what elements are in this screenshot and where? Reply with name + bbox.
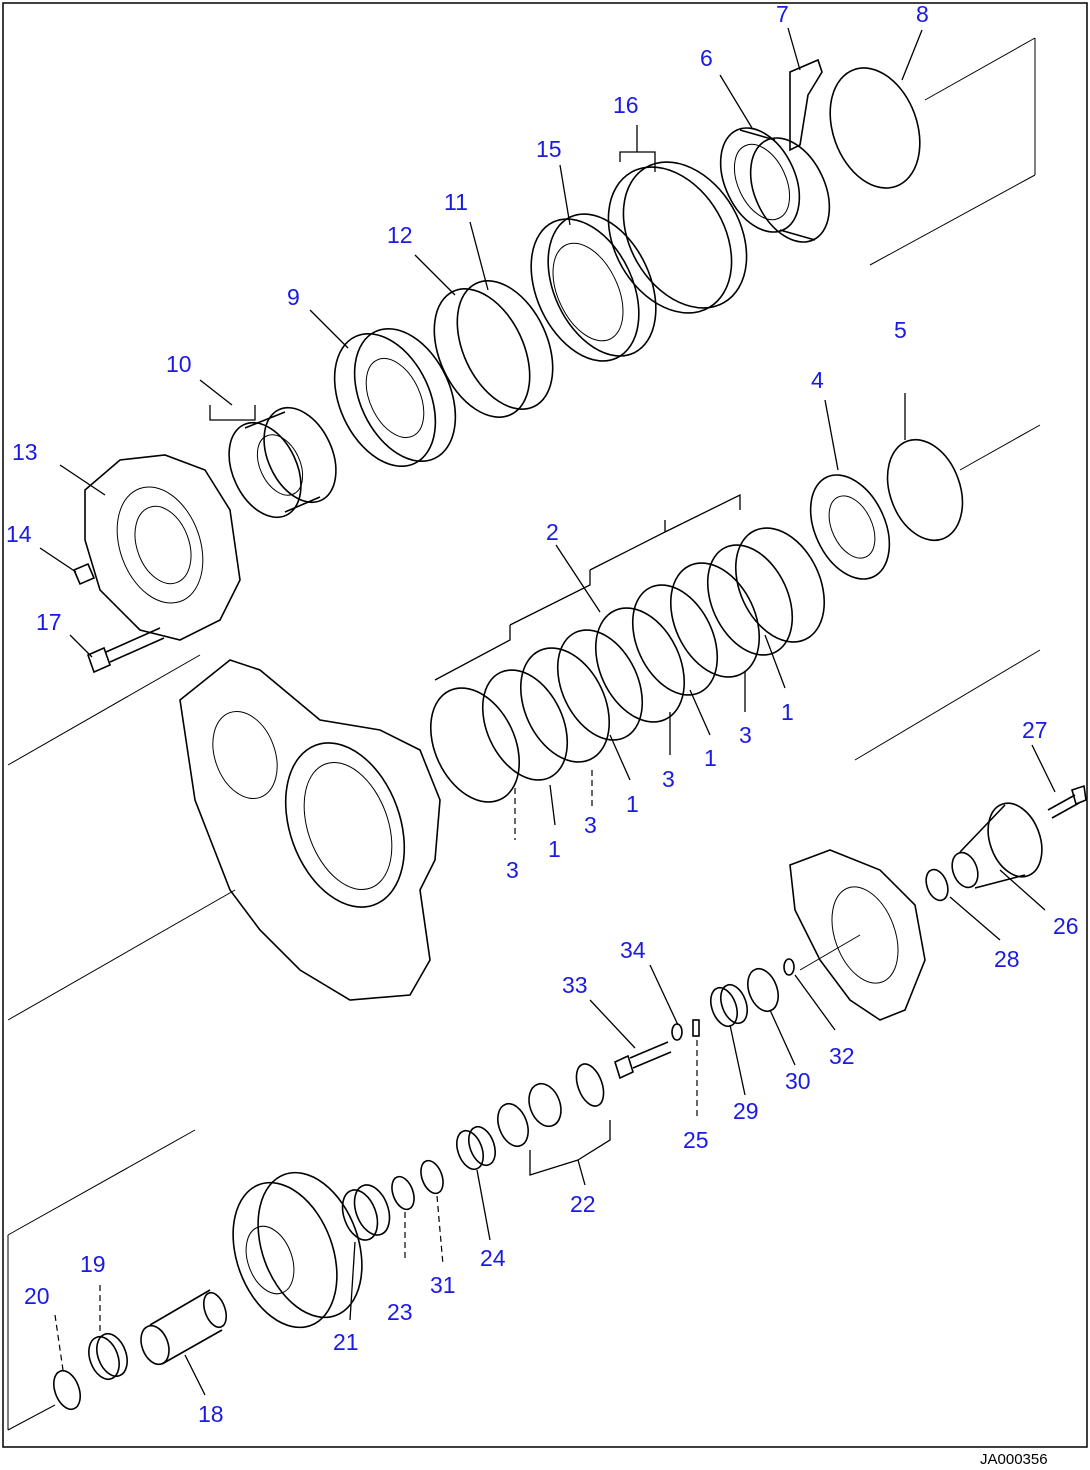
callout-8: 8: [916, 1, 929, 27]
drawing-code: JA000356: [980, 1451, 1048, 1468]
callout-18: 18: [198, 1401, 224, 1427]
callout-21: 21: [333, 1329, 359, 1355]
part-10-sleeve: [228, 406, 337, 519]
callout-7: 7: [776, 1, 789, 27]
rear-cover: [789, 849, 926, 1021]
callout-1d: 1: [781, 699, 794, 725]
leader-lines: [39, 27, 1056, 1396]
callout-23: 23: [387, 1299, 413, 1325]
part-23-ring: [391, 1175, 415, 1211]
callout-33: 33: [562, 972, 588, 998]
clutch-disc-pack: [429, 527, 826, 803]
callout-20: 20: [24, 1283, 50, 1309]
callout-25: 25: [683, 1127, 709, 1153]
part-5-snap-ring: [886, 438, 964, 542]
part-14-plug: [72, 562, 96, 586]
callout-34: 34: [620, 937, 646, 963]
callout-17: 17: [36, 609, 62, 635]
callout-13: 13: [12, 439, 38, 465]
part-20-snap-ring: [53, 1369, 81, 1411]
callout-5: 5: [894, 317, 907, 343]
part-26-flange: [951, 802, 1043, 889]
callout-19: 19: [80, 1251, 106, 1277]
callout-3a: 3: [506, 857, 519, 883]
callout-12: 12: [387, 222, 413, 248]
part-15-piston: [530, 213, 657, 362]
part-19-bearing: [88, 1332, 128, 1381]
part-25-pin: [692, 1019, 700, 1037]
part-22-group: [497, 1063, 605, 1148]
part-28-o-ring: [925, 868, 949, 902]
callout-4: 4: [811, 367, 824, 393]
callout-9: 9: [287, 284, 300, 310]
callout-30: 30: [785, 1068, 811, 1094]
part-34-washer: [671, 1023, 683, 1041]
part-29-bearing: [710, 983, 748, 1028]
part-31-ring: [420, 1159, 444, 1195]
part-7-key: [789, 58, 823, 152]
part-11-12-seal-rings: [433, 280, 554, 418]
callout-26: 26: [1053, 913, 1079, 939]
part-8-snap-ring: [829, 67, 921, 189]
callout-14: 14: [6, 521, 32, 547]
callout-31: 31: [430, 1272, 456, 1298]
part-6-hub: [719, 127, 831, 243]
callout-15: 15: [536, 136, 562, 162]
callout-22: 22: [570, 1191, 596, 1217]
part-13-housing: [84, 454, 241, 641]
callout-2: 2: [546, 519, 559, 545]
part-4-plate: [809, 474, 891, 580]
callout-11: 11: [444, 189, 468, 215]
callout-28: 28: [994, 946, 1020, 972]
part-32-o-ring: [783, 958, 795, 976]
part-30-ring: [747, 967, 779, 1013]
part-33-bolt: [614, 1041, 672, 1080]
callout-27: 27: [1022, 717, 1048, 743]
callout-24: 24: [480, 1245, 506, 1271]
callout-6: 6: [700, 45, 713, 71]
part-21-bearing: [341, 1184, 391, 1241]
callout-labels: 1 1 1 1 2 3 3 3 3 4 5 6 7 8 9 10 11 12 1…: [6, 1, 1079, 1427]
part-16-o-rings: [607, 161, 748, 314]
callout-1b: 1: [626, 791, 639, 817]
callout-1a: 1: [548, 836, 561, 862]
callout-3d: 3: [739, 722, 752, 748]
gear: [232, 1171, 363, 1329]
callout-29: 29: [733, 1098, 759, 1124]
axis-lines: [7, 37, 1041, 1431]
callout-3b: 3: [584, 812, 597, 838]
part-9-cylinder: [333, 327, 457, 468]
transmission-case: [179, 659, 441, 1001]
part-17-bolt: [86, 627, 165, 674]
callout-10: 10: [166, 351, 192, 377]
callout-16: 16: [613, 92, 639, 118]
callout-32: 32: [829, 1043, 855, 1069]
part-24-bearing: [456, 1125, 496, 1171]
part-18-shaft: [140, 1289, 228, 1366]
part-27-bolt: [1047, 784, 1087, 819]
callout-1c: 1: [704, 745, 717, 771]
callout-3c: 3: [662, 766, 675, 792]
